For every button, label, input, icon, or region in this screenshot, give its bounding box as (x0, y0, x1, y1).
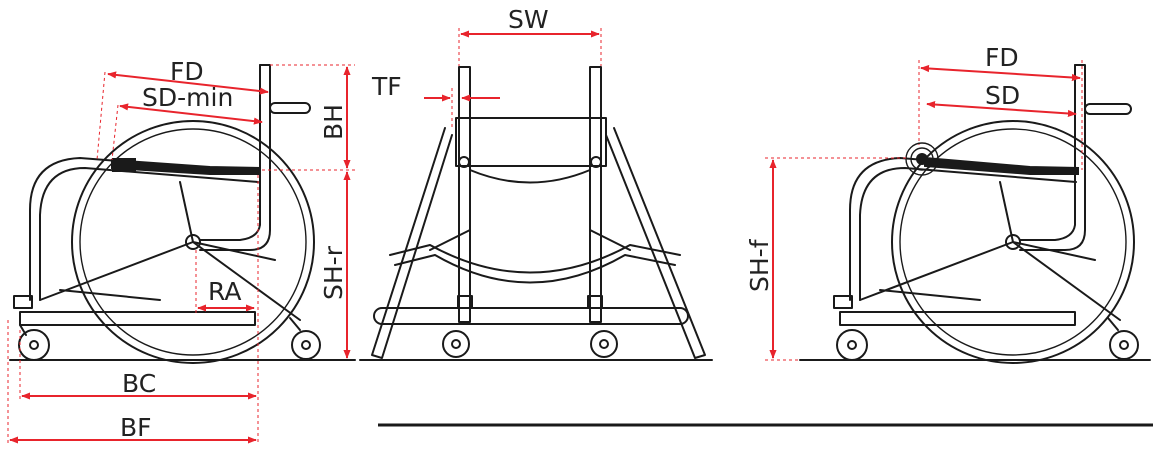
rear-wheel-hub (185, 234, 201, 250)
dimensions-left: FD SD-min BH SH-r RA BC BF (7, 57, 355, 445)
left-wheel-cambered (371, 127, 453, 359)
backrest-post-inner (199, 64, 261, 241)
frame-base-rail (19, 311, 256, 326)
front-caster-hub (29, 340, 39, 350)
bh-label: BH (319, 104, 348, 140)
fd2-arrow (920, 64, 1081, 82)
fd-ext-front (96, 71, 106, 161)
seat-cushion-right (924, 156, 1079, 175)
frame-front-tube (29, 157, 261, 301)
left-caster-mount (457, 295, 473, 309)
ra-label: RA (208, 277, 241, 306)
right-wheel-cambered (605, 127, 706, 359)
seat-pivot-ring-mid (910, 147, 934, 171)
bf-label: BF (120, 413, 152, 442)
front-view (359, 66, 713, 361)
caster-fork (19, 324, 27, 336)
backrest-post (199, 64, 271, 251)
front-right-caster-hub (599, 339, 609, 349)
sh-f-label: SH-f (745, 238, 774, 292)
cross-bar-lower (394, 254, 676, 284)
right-post (589, 66, 602, 323)
frame-brace (59, 289, 161, 301)
left-post (458, 66, 471, 323)
backrest-post-right (1019, 64, 1086, 251)
front-caster-hub-right (847, 340, 857, 350)
rear-wheel-hub-right (1005, 234, 1021, 250)
cross-bar-joints (429, 229, 631, 251)
front-base-rail (373, 307, 689, 325)
seat-sag (469, 169, 591, 184)
caster-mount (13, 295, 33, 309)
front-caster-wheel-right (836, 329, 868, 361)
backrest-post-inner-right (1019, 64, 1076, 241)
dimensions-front: SW TF (371, 5, 602, 128)
fd-label: FD (170, 57, 204, 86)
rear-caster-hub-right (1119, 340, 1129, 350)
front-left-caster-hub (451, 339, 461, 349)
seat-sling (455, 117, 607, 167)
rear-caster-hub (301, 340, 311, 350)
right-caster-mount (587, 295, 603, 309)
dimensions-right: FD SD SH-f (745, 43, 1083, 361)
sw-label: SW (508, 5, 549, 34)
front-left-caster (442, 330, 470, 358)
side-view-right (799, 64, 1151, 364)
sd-min-label: SD-min (142, 83, 233, 112)
frame-front-tube-right (849, 157, 1079, 301)
caster-mount-right (833, 295, 853, 309)
fd-arrow (107, 71, 269, 95)
rear-caster-fork-right (1107, 317, 1119, 331)
rear-wheel-outer-right (891, 120, 1135, 364)
seat-pivot-core (916, 153, 928, 165)
push-handle (269, 102, 311, 114)
rear-caster-wheel (291, 330, 321, 360)
rear-caster-wheel-right (1109, 330, 1139, 360)
rear-wheel-inner-right (899, 128, 1127, 356)
side-view-left (9, 64, 356, 364)
push-handle-right (1084, 103, 1132, 115)
frame-brace-right (879, 289, 981, 301)
sd-min-arrow (119, 103, 263, 125)
rear-wheel-inner (79, 128, 307, 356)
frame-strut-right (999, 181, 1096, 261)
right-seat-joint (590, 156, 602, 168)
fd2-label: FD (985, 43, 1019, 72)
frame-front-tube-inner (39, 167, 259, 301)
sd-arrow (926, 100, 1077, 118)
rear-caster-fork (289, 317, 301, 331)
front-caster-wheel (18, 329, 50, 361)
left-seat-joint (458, 156, 470, 168)
sh-r-label: SH-r (319, 245, 348, 300)
frame-base-rail-right (839, 311, 1076, 326)
frame-front-tube-inner-right (859, 167, 1077, 301)
front-right-caster (590, 330, 618, 358)
tf-label: TF (371, 72, 402, 101)
seat-pivot-ring-outer (905, 142, 939, 176)
sd-label: SD (985, 81, 1020, 110)
bc-label: BC (122, 369, 156, 398)
frame-strut (179, 181, 276, 261)
cross-bar (389, 244, 681, 274)
seat-front-block (112, 158, 136, 172)
